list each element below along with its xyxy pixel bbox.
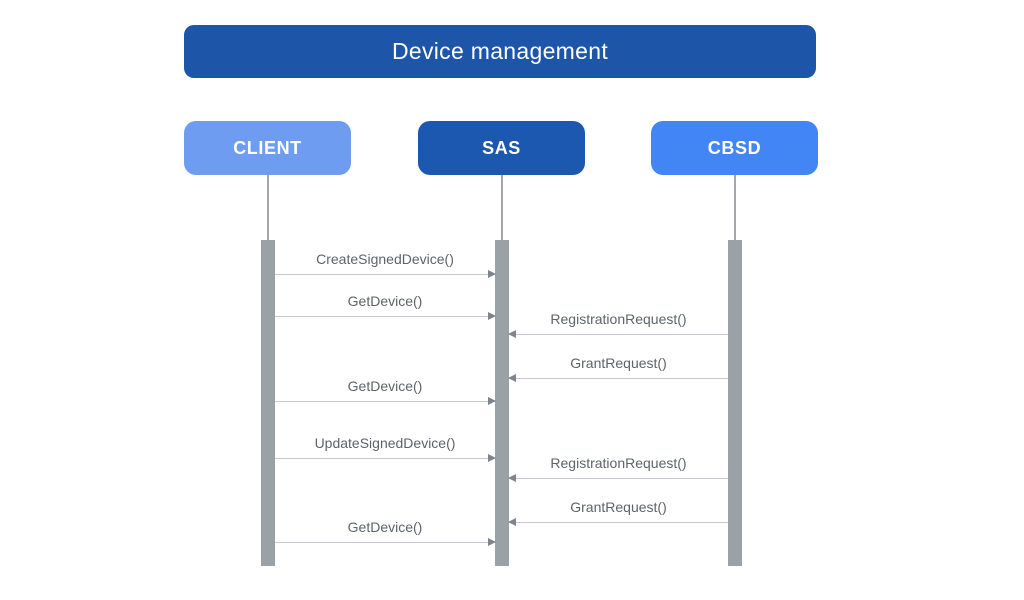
message-registration-request-1: RegistrationRequest() bbox=[508, 308, 728, 339]
diagram-title: Device management bbox=[184, 25, 816, 78]
message-grant-request-2: GrantRequest() bbox=[508, 496, 728, 527]
message-get-device-2: GetDevice() bbox=[275, 375, 496, 406]
arrowhead-icon bbox=[508, 474, 516, 483]
arrowhead-icon bbox=[508, 518, 516, 527]
message-registration-request-2: RegistrationRequest() bbox=[508, 452, 728, 483]
message-label: GrantRequest() bbox=[570, 499, 667, 515]
arrowhead-icon bbox=[488, 397, 496, 406]
message-label: RegistrationRequest() bbox=[550, 455, 687, 471]
arrow-left-icon bbox=[508, 518, 728, 527]
activation-bar-cbsd bbox=[728, 240, 742, 566]
arrow-right-icon bbox=[275, 454, 496, 463]
arrowhead-icon bbox=[488, 312, 496, 321]
arrow-right-icon bbox=[275, 270, 496, 279]
lifeline-sas bbox=[501, 175, 503, 240]
arrowhead-icon bbox=[508, 374, 516, 383]
message-create-signed-device: CreateSignedDevice() bbox=[275, 248, 496, 279]
message-grant-request-1: GrantRequest() bbox=[508, 352, 728, 383]
message-get-device-1: GetDevice() bbox=[275, 290, 496, 321]
lifeline-client bbox=[267, 175, 269, 240]
actor-client: CLIENT bbox=[184, 121, 351, 175]
arrowhead-icon bbox=[488, 454, 496, 463]
arrow-left-icon bbox=[508, 374, 728, 383]
message-label: GetDevice() bbox=[347, 378, 423, 394]
arrow-left-icon bbox=[508, 474, 728, 483]
message-label: GetDevice() bbox=[347, 293, 423, 309]
message-label: CreateSignedDevice() bbox=[316, 251, 454, 267]
arrow-right-icon bbox=[275, 312, 496, 321]
arrow-right-icon bbox=[275, 397, 496, 406]
actor-sas: SAS bbox=[418, 121, 585, 175]
message-label: GrantRequest() bbox=[570, 355, 667, 371]
arrowhead-icon bbox=[488, 270, 496, 279]
activation-bar-sas bbox=[495, 240, 509, 566]
message-label: GetDevice() bbox=[347, 519, 423, 535]
arrow-right-icon bbox=[275, 538, 496, 547]
message-update-signed-device: UpdateSignedDevice() bbox=[275, 432, 496, 463]
actor-cbsd: CBSD bbox=[651, 121, 818, 175]
activation-bar-client bbox=[261, 240, 275, 566]
lifeline-cbsd bbox=[734, 175, 736, 240]
message-label: RegistrationRequest() bbox=[550, 311, 687, 327]
arrowhead-icon bbox=[488, 538, 496, 547]
arrow-left-icon bbox=[508, 330, 728, 339]
arrowhead-icon bbox=[508, 330, 516, 339]
message-get-device-3: GetDevice() bbox=[275, 516, 496, 547]
message-label: UpdateSignedDevice() bbox=[314, 435, 456, 451]
